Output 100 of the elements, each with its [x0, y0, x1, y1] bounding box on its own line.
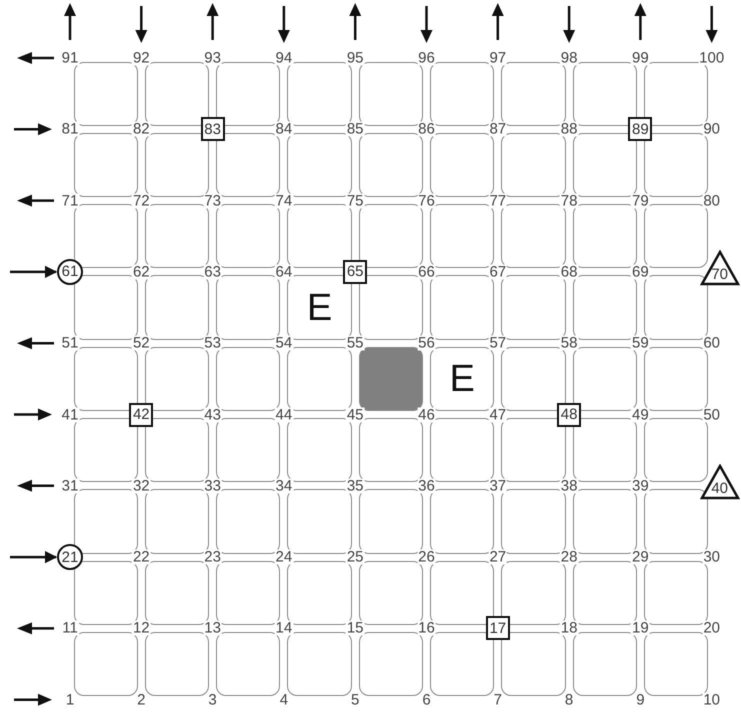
grid-number: 41	[60, 407, 80, 422]
grid-number: 7	[492, 692, 503, 708]
grid-number: 29	[631, 550, 650, 565]
grid-number: 54	[274, 336, 294, 351]
grid-number: 56	[417, 336, 436, 351]
grid-number: 74	[274, 193, 294, 208]
grid-number: 87	[488, 122, 508, 137]
grid-number: 43	[203, 407, 222, 422]
grid-number: 50	[702, 407, 722, 422]
grid-number: 77	[488, 193, 508, 208]
grid-square	[216, 346, 280, 411]
grid-number: 31	[60, 478, 80, 494]
grid-number: 8	[564, 692, 574, 708]
grid-number: 97	[488, 50, 508, 66]
grid-number: 22	[132, 550, 151, 565]
grid-number: 47	[488, 407, 508, 422]
grid-number: 62	[132, 264, 151, 280]
square-marker: 48	[557, 402, 582, 426]
square-marker: 89	[628, 117, 652, 142]
grid-square	[644, 346, 708, 411]
grid-number: 96	[417, 50, 436, 66]
grid-number: 19	[631, 620, 650, 636]
grid-square	[216, 632, 280, 696]
grid-number: 84	[274, 122, 294, 137]
grid-number: 53	[203, 336, 222, 351]
square-marker: 65	[343, 260, 368, 284]
grid-number: 24	[274, 550, 294, 565]
triangle-marker: 70	[700, 250, 740, 286]
grid-number: 68	[560, 264, 578, 280]
arrow	[10, 266, 58, 278]
shaded-square	[358, 346, 423, 411]
square-marker: 17	[486, 616, 510, 640]
grid-number: 10	[702, 692, 722, 708]
grid-number: 46	[417, 407, 436, 422]
grid-number: 16	[417, 620, 436, 636]
grid-number: 51	[60, 336, 80, 351]
grid-number: 76	[417, 193, 436, 208]
grid-number: 26	[417, 550, 436, 565]
grid-square	[430, 346, 494, 411]
grid-square	[501, 632, 566, 696]
grid-number: 18	[560, 620, 578, 636]
grid-number: 93	[203, 50, 222, 66]
grid-number: 14	[274, 620, 294, 636]
grid-number: 35	[346, 478, 365, 494]
grid-number: 13	[203, 620, 222, 636]
grid-number: 2	[136, 692, 146, 708]
grid-number: 20	[702, 620, 722, 636]
grid-number: 99	[631, 50, 650, 66]
cell-letter: E	[306, 288, 332, 327]
grid-number: 100	[698, 50, 726, 66]
grid-square	[430, 632, 494, 696]
grid-number: 25	[346, 550, 365, 565]
grid-number: 91	[60, 50, 80, 66]
arrow	[10, 550, 58, 564]
grid-number: 52	[132, 336, 151, 351]
grid-number: 39	[631, 478, 650, 494]
grid-number: 71	[60, 193, 80, 208]
cell-letter: E	[449, 360, 475, 398]
grid-number: 23	[203, 550, 222, 565]
grid-number: 90	[702, 122, 722, 137]
grid-number: 88	[560, 122, 578, 137]
grid-number: 85	[346, 122, 365, 137]
grid-number: 75	[346, 193, 365, 208]
grid-number: 11	[61, 620, 79, 636]
grid-number: 55	[346, 336, 365, 351]
grid-number: 6	[421, 692, 432, 708]
grid-number: 3	[207, 692, 218, 708]
grid-number: 63	[203, 264, 222, 280]
grid-number: 92	[132, 50, 151, 66]
grid-number: 12	[132, 620, 151, 636]
grid-number: 80	[702, 193, 722, 208]
grid-number: 49	[631, 407, 650, 422]
square-marker: 42	[129, 402, 154, 426]
grid-number: 34	[274, 478, 294, 494]
grid-number: 44	[274, 407, 294, 422]
grid-number: 69	[631, 264, 650, 280]
grid-number: 45	[346, 407, 365, 422]
grid-number: 38	[560, 478, 578, 494]
square-marker: 83	[200, 117, 225, 142]
grid-square	[74, 632, 138, 696]
grid-number: 33	[203, 478, 222, 494]
grid-number: 30	[702, 550, 722, 565]
grid-number: 28	[560, 550, 578, 565]
grid-number: 9	[635, 692, 646, 708]
grid-number: 57	[488, 336, 508, 351]
grid-number: 78	[560, 193, 578, 208]
grid-number: 82	[132, 122, 151, 137]
triangle-marker: 40	[700, 464, 740, 500]
grid-square	[287, 346, 352, 411]
grid-number: 72	[132, 193, 151, 208]
grid-number: 98	[560, 50, 578, 66]
grid-number: 27	[488, 550, 508, 565]
grid-square	[572, 632, 637, 696]
grid-number: 60	[702, 336, 722, 351]
grid-number: 4	[278, 692, 290, 708]
grid-square	[287, 632, 352, 696]
grid-number: 15	[346, 620, 365, 636]
grid-number: 79	[631, 193, 650, 208]
grid-number: 66	[417, 264, 436, 280]
grid-number: 81	[60, 122, 80, 137]
